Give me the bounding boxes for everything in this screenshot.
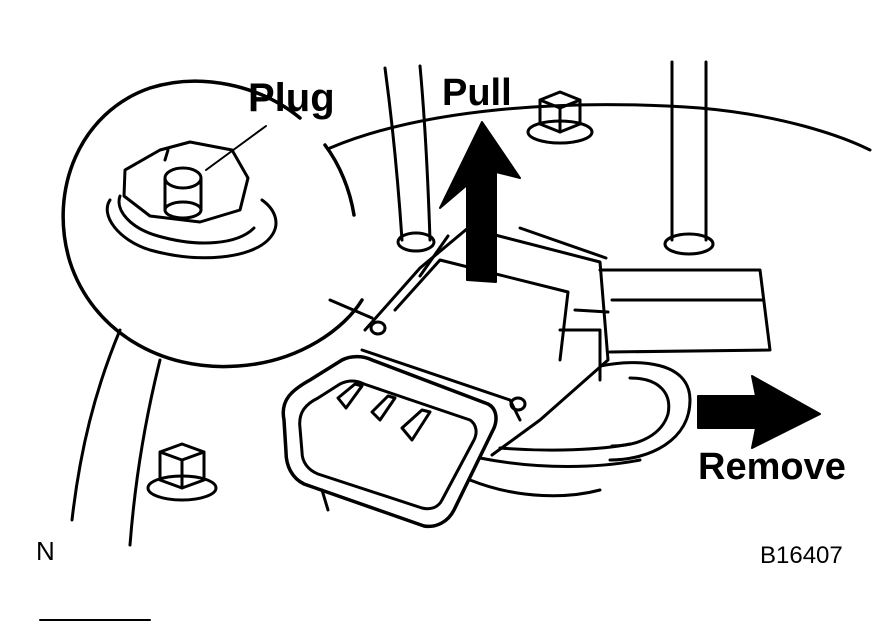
remove-arrow — [697, 375, 821, 449]
orientation-label: N — [36, 536, 55, 566]
connector-face — [281, 354, 498, 529]
bolt-top — [526, 90, 594, 145]
ring-gasket — [468, 361, 692, 498]
pull-arrow — [439, 121, 521, 283]
pull-label: Pull — [442, 72, 512, 114]
remove-label: Remove — [698, 446, 846, 488]
bracket-plate — [598, 268, 772, 354]
figure-id: B16407 — [760, 542, 843, 569]
base-outline — [39, 103, 872, 621]
connector-body — [360, 226, 610, 457]
bolt-bottom — [146, 442, 218, 502]
plug-label: Plug — [248, 76, 335, 120]
detail-magnifier — [61, 79, 374, 369]
fuel-tubes — [383, 60, 715, 256]
